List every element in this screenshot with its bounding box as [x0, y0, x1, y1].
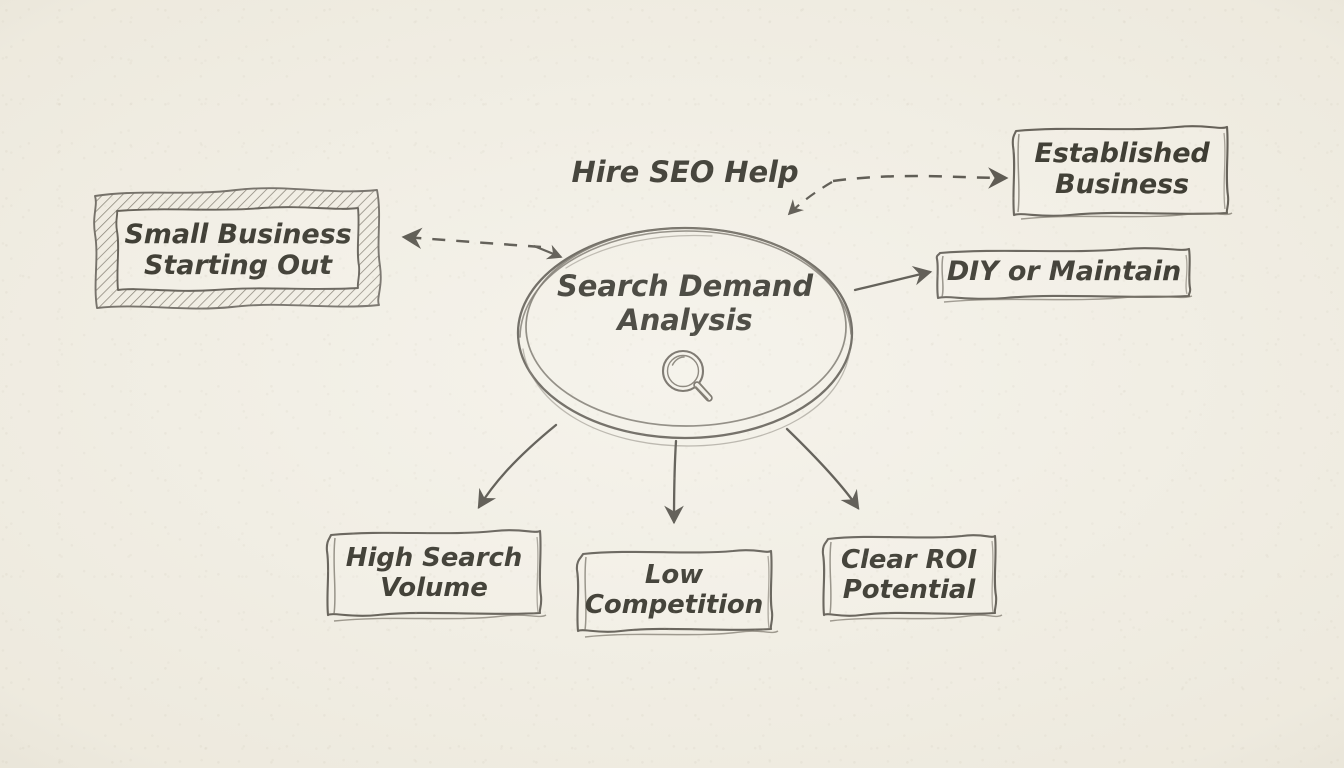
connector-center-to-diy-or-maintain — [853, 266, 933, 292]
box-border — [1011, 125, 1230, 217]
ellipse-outline-inner — [525, 227, 847, 427]
box-high-search-volume-shape[interactable] — [325, 529, 547, 622]
box-low-competition-shape[interactable] — [575, 549, 779, 638]
ellipse-outline-bottom-shadow — [522, 348, 851, 447]
box-small-business-starting-out-shape[interactable] — [93, 187, 382, 310]
connector-center-to-low-competition — [664, 439, 684, 525]
center-ellipse-shape[interactable] — [516, 226, 854, 447]
magnifier-icon — [661, 349, 713, 402]
box-border — [325, 529, 543, 617]
box-border — [575, 549, 774, 633]
box-border — [821, 534, 998, 617]
box-border — [935, 247, 1192, 300]
box-established-business-shape[interactable] — [1011, 125, 1233, 220]
ellipse-rim-hatching — [519, 333, 851, 438]
box-clear-roi-potential-shape[interactable] — [821, 534, 1003, 622]
inner-border — [115, 206, 361, 292]
ellipse-highlight-stroke — [565, 234, 713, 269]
connector-center-to-clear-roi-potential — [785, 427, 860, 510]
reverse-arrowhead — [533, 244, 563, 260]
dashed-line — [832, 167, 1009, 189]
dashed-line — [401, 227, 542, 249]
ellipse-outline-top-overshoot — [519, 230, 852, 338]
connector-center-to-established-business — [787, 167, 1009, 216]
connector-center-to-high-search-volume — [477, 423, 558, 509]
connector-center-to-small-business — [401, 227, 563, 260]
box-diy-or-maintain-shape[interactable] — [935, 247, 1193, 303]
reverse-arrowhead — [787, 181, 833, 216]
